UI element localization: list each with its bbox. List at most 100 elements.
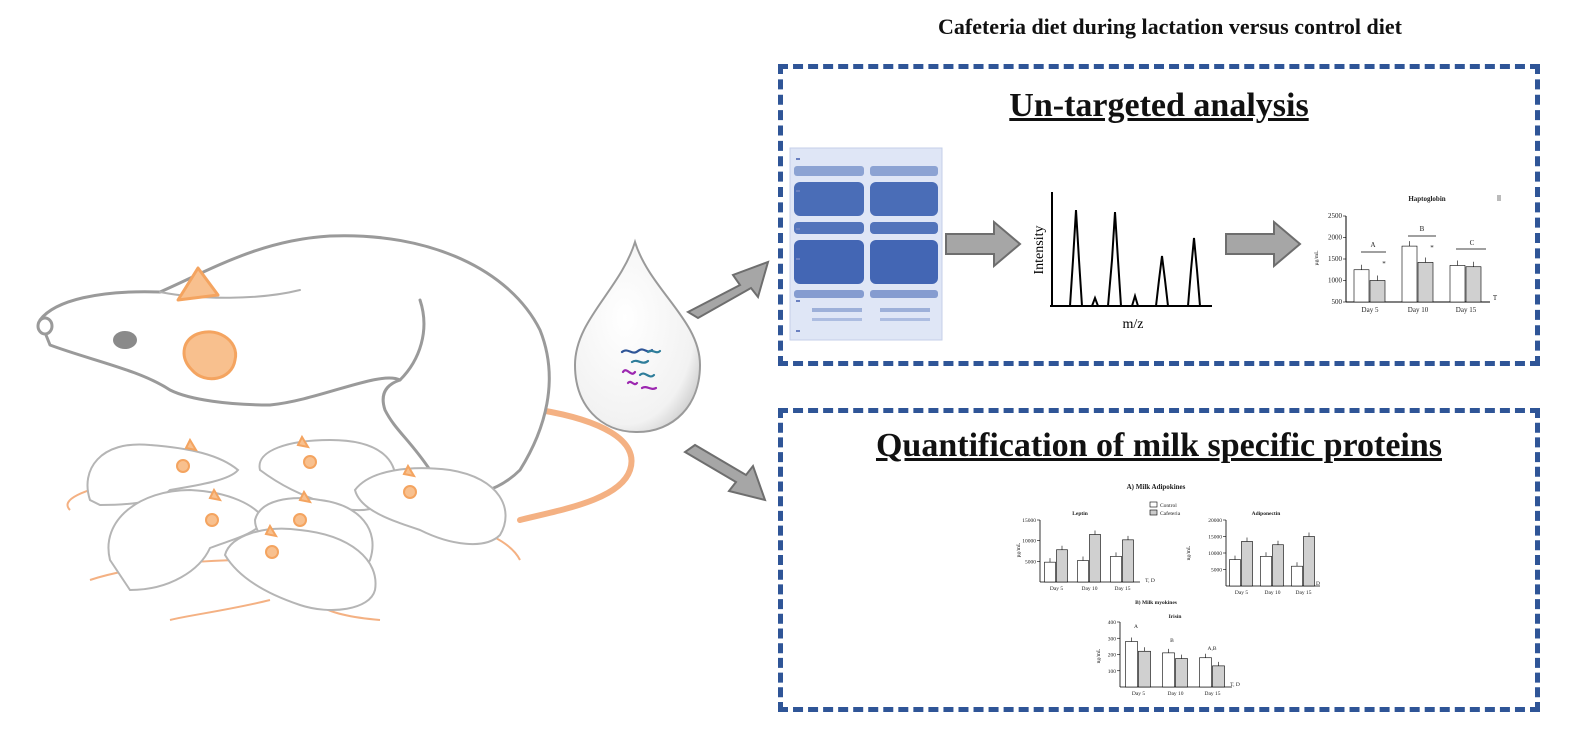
haptoglobin-bar-cafeteria-3 — [1465, 266, 1482, 303]
haptoglobin-bar-control-3 — [1449, 265, 1466, 303]
untargeted-analysis-box: Un-targeted analysis — [778, 64, 1540, 366]
leptin-xtick-3: Day 15 — [1114, 586, 1130, 592]
legend-cafeteria: Cafeteria — [1160, 510, 1181, 517]
arrow-gel-to-spectrum — [945, 219, 1022, 269]
haptoglobin-bar-control-1 — [1353, 269, 1370, 303]
haptoglobin-letter-c: C — [1470, 239, 1475, 247]
leptin-bar-control-3 — [1110, 556, 1122, 583]
haptoglobin-xtick-3: Day 15 — [1456, 306, 1477, 314]
haptoglobin-bar-cafeteria-1 — [1369, 280, 1386, 303]
adiponectin-xtick-2: Day 10 — [1264, 590, 1280, 596]
leptin-bar-control-2 — [1077, 560, 1089, 583]
haptoglobin-xtick-1: Day 5 — [1362, 306, 1379, 314]
pups-group — [66, 434, 521, 621]
leptin-title: Leptin — [1072, 511, 1088, 517]
irisin-ytick-4: 100 — [1108, 669, 1117, 675]
irisin-title: Irisin — [1169, 614, 1182, 620]
arrow-to-quantification — [683, 443, 767, 502]
leptin-xtick-2: Day 10 — [1081, 586, 1097, 592]
irisin-xtick-2: Day 10 — [1167, 691, 1183, 697]
quantification-box: Quantification of milk specific proteins — [778, 408, 1540, 712]
pup-6 — [223, 523, 377, 611]
adiponectin-ylabel: ng/mL — [1186, 545, 1192, 560]
adiponectin-bar-cafeteria-3 — [1303, 536, 1315, 587]
adiponectin-effect: D — [1316, 581, 1320, 587]
haptoglobin-ytick-5: 500 — [1332, 298, 1343, 306]
haptoglobin-letter-a: A — [1370, 241, 1375, 249]
figure-title: Cafeteria diet during lactation versus c… — [938, 14, 1402, 39]
arrows — [683, 219, 1302, 502]
section-a-title: A) Milk Adipokines — [1127, 483, 1186, 491]
spectrum-xlabel: m/z — [1123, 317, 1144, 332]
adiponectin-bar-cafeteria-1 — [1241, 541, 1253, 587]
irisin-bar-cafeteria-2 — [1175, 658, 1188, 688]
haptoglobin-bar-cafeteria-2 — [1417, 262, 1434, 303]
protein-strands — [620, 348, 662, 390]
mother-ear-back — [176, 266, 220, 302]
irisin-ytick-3: 200 — [1108, 653, 1117, 659]
untargeted-analysis-title: Un-targeted analysis — [1009, 87, 1309, 124]
leptin-chart: Leptin 15000 10000 5000 pg/mL Day 5 Day 10 D… — [1016, 511, 1155, 592]
irisin-letter-ab: A,B — [1207, 646, 1216, 652]
arrow-spectrum-to-chart — [1225, 219, 1302, 269]
irisin-bar-control-3 — [1199, 657, 1212, 688]
milk-drop — [573, 238, 702, 434]
arrow-to-untargeted — [685, 260, 770, 320]
leptin-ytick-1: 15000 — [1022, 518, 1036, 524]
leptin-ytick-3: 5000 — [1025, 559, 1036, 565]
adiponectin-ytick-2: 15000 — [1208, 535, 1222, 541]
haptoglobin-xtick-2: Day 10 — [1408, 306, 1429, 314]
irisin-bar-control-2 — [1162, 652, 1175, 688]
haptoglobin-ylabel: µg/mL — [1314, 250, 1320, 266]
haptoglobin-legend-swatch — [1497, 195, 1501, 201]
haptoglobin-ytick-1: 2500 — [1328, 212, 1343, 220]
adiponectin-ytick-3: 10000 — [1208, 551, 1222, 557]
leptin-bar-cafeteria-3 — [1122, 539, 1134, 583]
irisin-xtick-3: Day 15 — [1204, 691, 1220, 697]
haptoglobin-bar-control-2 — [1401, 245, 1418, 303]
irisin-letter-a: A — [1134, 624, 1138, 630]
leptin-bar-cafeteria-2 — [1089, 534, 1101, 583]
irisin-xtick-1: Day 5 — [1132, 691, 1146, 697]
haptoglobin-ytick-3: 1500 — [1328, 255, 1343, 263]
adiponectin-bar-control-1 — [1229, 559, 1241, 587]
pup-5 — [353, 463, 507, 546]
quantification-title: Quantification of milk specific proteins — [875, 427, 1443, 464]
adiponectin-ytick-1: 20000 — [1208, 518, 1222, 524]
spectrum-ylabel: Intensity — [1032, 226, 1047, 275]
adiponectin-ytick-4: 5000 — [1211, 568, 1222, 574]
adiponectin-bar-control-2 — [1260, 555, 1272, 587]
adiponectin-xtick-3: Day 15 — [1295, 590, 1311, 596]
mother-tail — [517, 407, 635, 523]
adiponectin-xtick-1: Day 5 — [1235, 590, 1249, 596]
haptoglobin-ytick-2: 2000 — [1328, 234, 1343, 242]
mass-spectrum: Intensity m/z — [1032, 192, 1212, 332]
haptoglobin-star-2: * — [1430, 244, 1434, 252]
adiponectin-bar-cafeteria-2 — [1272, 544, 1284, 587]
section-b-title: B) Milk myokines — [1135, 599, 1177, 606]
haptoglobin-ytick-4: 1000 — [1328, 277, 1343, 285]
legend-control: Control — [1160, 503, 1177, 509]
haptoglobin-letter-b: B — [1420, 225, 1425, 233]
irisin-bar-cafeteria-3 — [1212, 665, 1225, 688]
sds-gel — [789, 147, 943, 341]
leptin-effect: T, D — [1145, 578, 1155, 584]
leptin-ylabel: pg/mL — [1016, 542, 1022, 557]
leptin-ytick-2: 10000 — [1022, 539, 1036, 545]
mother-eye — [113, 331, 137, 349]
legend: Control Cafeteria — [1149, 501, 1181, 517]
haptoglobin-effect: T — [1493, 294, 1498, 302]
irisin-effect: T, D — [1230, 682, 1240, 688]
irisin-bar-cafeteria-1 — [1138, 650, 1151, 688]
leptin-bar-cafeteria-1 — [1056, 549, 1068, 583]
mother-ear-front — [182, 330, 238, 381]
irisin-ytick-1: 400 — [1108, 620, 1117, 626]
haptoglobin-star-1: * — [1382, 260, 1386, 268]
irisin-ytick-2: 300 — [1108, 636, 1117, 642]
mother-rat — [36, 234, 635, 523]
leptin-xtick-1: Day 5 — [1050, 586, 1064, 592]
